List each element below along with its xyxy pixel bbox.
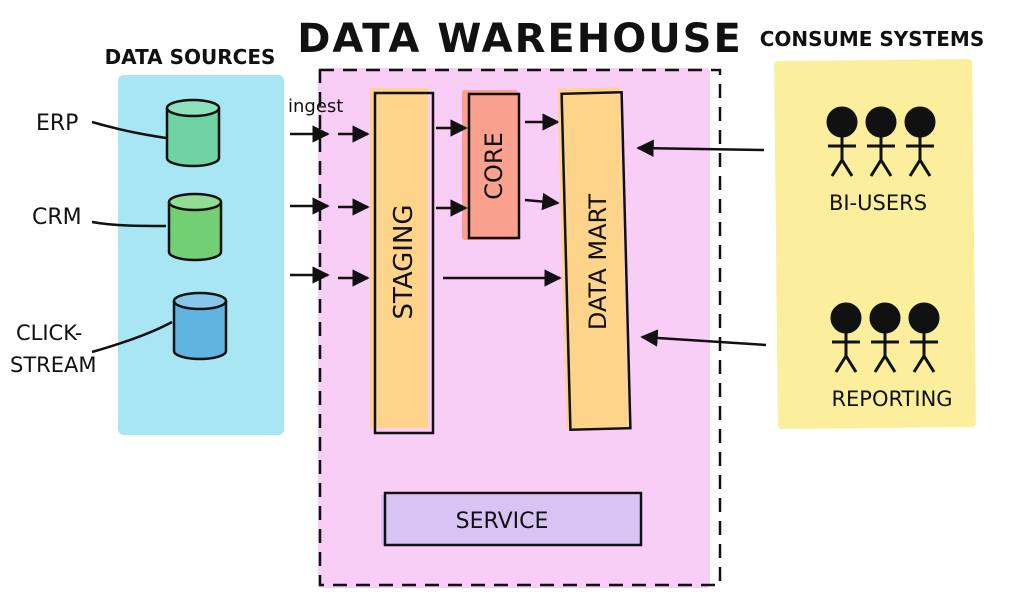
sources-heading: DATA SOURCES: [105, 45, 276, 69]
layer-arrows: [436, 113, 562, 287]
warehouse-border: [318, 68, 722, 587]
database-icon-crm: [167, 192, 223, 262]
bi-users-icon: [826, 106, 936, 177]
source-label-erp: ERP: [36, 111, 78, 136]
data-mart-layer: DATA MART: [557, 87, 632, 432]
service-layer: SERVICE: [381, 491, 643, 547]
source-label-clickstream-2: STREAM: [10, 353, 97, 377]
page-title: DATA WAREHOUSE: [297, 16, 743, 62]
ingest-label: ingest: [288, 96, 343, 117]
ingest-arrows: [290, 125, 370, 287]
clickstream-link-line: [91, 320, 173, 354]
source-label-clickstream-1: CLICK-: [16, 321, 82, 345]
database-icon-clickstream: [172, 291, 228, 361]
consumer-arrows: [636, 139, 767, 347]
data-mart-label: DATA MART: [584, 194, 612, 331]
core-layer: CORE: [462, 90, 521, 240]
source-label-crm: CRM: [32, 205, 82, 230]
crm-link-line: [91, 220, 167, 228]
reporting-users-icon: [830, 302, 940, 373]
service-label: SERVICE: [456, 509, 549, 534]
core-label: CORE: [480, 132, 508, 200]
reporting-label: REPORTING: [831, 387, 952, 411]
database-icon-erp: [165, 98, 221, 168]
consumers-heading: CONSUME SYSTEMS: [760, 27, 985, 51]
bi-users-label: BI-USERS: [829, 191, 927, 215]
staging-label: STAGING: [389, 204, 419, 319]
erp-link-line: [91, 120, 167, 140]
staging-layer: STAGING: [370, 88, 435, 435]
